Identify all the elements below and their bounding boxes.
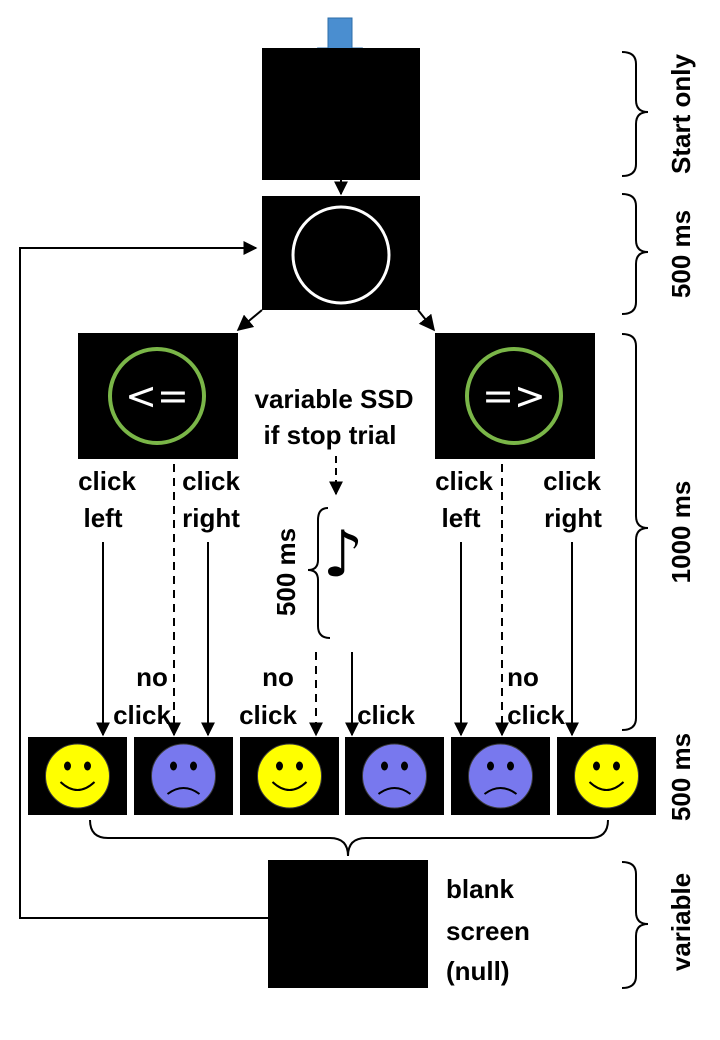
brace-go (621, 333, 649, 731)
no-click-label-3: click (507, 700, 565, 730)
blank-screen (268, 860, 428, 988)
fixation-circle (291, 205, 391, 305)
start-screen (262, 48, 420, 180)
blank-label-1: blank (446, 874, 514, 904)
happy-face-icon (257, 743, 322, 809)
left-arrow-stimulus: <= (125, 374, 189, 418)
sad-face-screen (451, 737, 550, 815)
sound-duration-brace (307, 507, 331, 639)
click-right-label-1: click (182, 466, 240, 496)
click-right-label-2: click (543, 466, 601, 496)
timing-go-label: 1000 ms (666, 481, 696, 584)
sound-duration-label: 500 ms (271, 528, 301, 616)
right-go-screen (435, 333, 595, 459)
no-label-1: no (136, 662, 168, 692)
happy-face-screen (240, 737, 339, 815)
left-label-1: left (84, 503, 123, 533)
brace-blank (621, 861, 649, 989)
blank-label-3: (null) (446, 956, 510, 986)
fixation-to-left-arrow (236, 309, 263, 332)
left-label-2: left (442, 503, 481, 533)
no-click-label-2: click (239, 700, 297, 730)
happy-face-screen (557, 737, 656, 815)
sad-face-icon (362, 743, 427, 809)
left-go-screen (78, 333, 238, 459)
timing-blank-label: variable (666, 873, 696, 971)
right-label-2: right (544, 503, 602, 533)
brace-fixation (621, 193, 649, 315)
timing-feedback-label: 500 ms (666, 733, 696, 821)
no-click-label-1: click (113, 700, 171, 730)
happy-face-icon (574, 743, 639, 809)
feedback-brace (89, 819, 609, 857)
fixation-to-right-arrow (417, 309, 435, 332)
timing-start-label: Start only (666, 54, 696, 174)
left-go-ring (108, 347, 206, 445)
timing-fixation-label: 500 ms (666, 210, 696, 298)
feedback-row (28, 737, 656, 815)
click-left-label-2: click (435, 466, 493, 496)
sad-face-screen (134, 737, 233, 815)
tone-note-icon: ♪ (323, 518, 364, 592)
right-arrow-stimulus: => (482, 374, 546, 418)
sad-face-icon (151, 743, 216, 809)
sad-face-icon (468, 743, 533, 809)
stop-trial-label: if stop trial (264, 420, 397, 450)
fixation-screen (262, 196, 420, 310)
right-go-ring (465, 347, 563, 445)
click-left-label-1: click (78, 466, 136, 496)
happy-face-screen (28, 737, 127, 815)
brace-start (621, 51, 649, 177)
blank-label-2: screen (446, 916, 530, 946)
no-label-3: no (507, 662, 539, 692)
no-label-2: no (262, 662, 294, 692)
right-label-1: right (182, 503, 240, 533)
happy-face-icon (45, 743, 110, 809)
variable-ssd-label: variable SSD (255, 384, 414, 414)
sad-face-screen (345, 737, 444, 815)
loop-back-line (19, 241, 268, 919)
click-label-stop: click (357, 700, 415, 730)
